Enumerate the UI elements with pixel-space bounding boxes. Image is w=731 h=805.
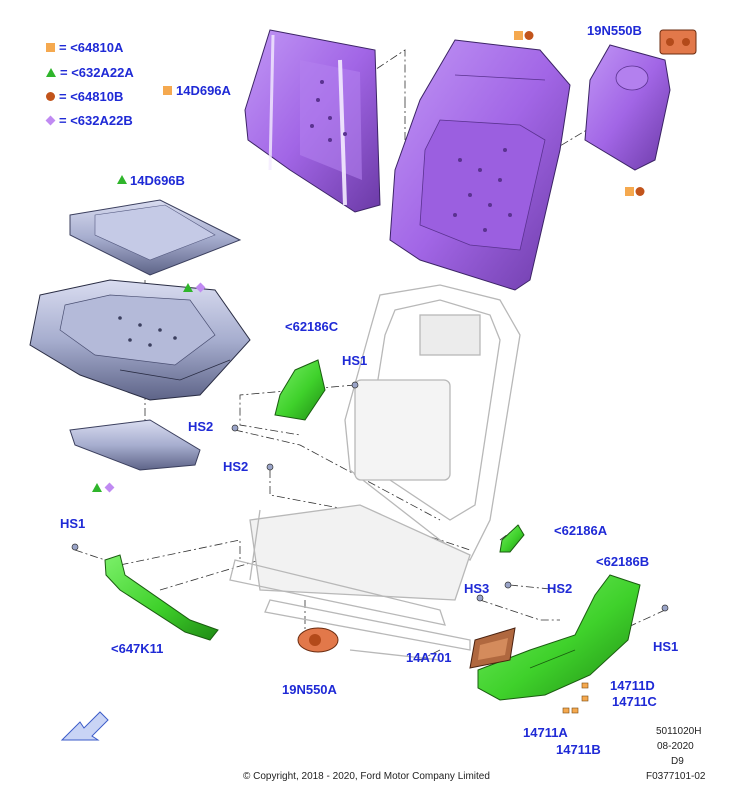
diagram-date: 08-2020 <box>657 741 694 752</box>
label-HS3: HS3 <box>464 581 490 596</box>
circle-marker-icon <box>46 92 55 101</box>
orientation-arrow <box>60 711 109 741</box>
label-14711D: 14711D <box>610 678 655 693</box>
label-14711B: 14711B <box>556 742 601 757</box>
legend-item-64810A: = <64810A <box>46 40 123 55</box>
part-symbols <box>92 31 645 493</box>
label-HS2-right: HS2 <box>547 581 573 596</box>
legend-text: = <632A22B <box>59 113 133 128</box>
legend-item-632A22B: = <632A22B <box>45 113 133 128</box>
module-19N550B <box>659 29 697 55</box>
seat-cushion-panel-14D696B <box>69 199 242 276</box>
square-marker-icon <box>46 43 55 52</box>
legend-text: = <64810A <box>59 40 124 55</box>
seat-back-panel-19N550B <box>584 44 671 171</box>
label-HS2-b: HS2 <box>223 459 249 474</box>
side-trim-62186C <box>274 359 326 421</box>
label-HS1-top: HS1 <box>342 353 368 368</box>
module-19N550A <box>297 627 339 653</box>
label-62186C: <62186C <box>285 319 339 334</box>
module-14A701 <box>469 627 516 669</box>
label-19N550B: 19N550B <box>587 23 642 38</box>
label-HS2-a: HS2 <box>188 419 214 434</box>
seat-back-cushion <box>389 39 571 291</box>
seat-frame <box>229 284 521 661</box>
side-trim-62186A <box>499 524 525 553</box>
label-14711C: 14711C <box>612 694 657 709</box>
side-shield-62186B <box>477 574 641 701</box>
fasteners <box>71 381 669 612</box>
clips-14711 <box>562 682 589 714</box>
label-14A701: 14A701 <box>406 650 452 665</box>
legend-item-64810B: = <64810B <box>46 89 123 104</box>
legend-item-632A22A: = <632A22A <box>46 65 134 80</box>
label-62186B: <62186B <box>596 554 650 569</box>
seat-cushion <box>29 279 251 401</box>
label-647K11: <647K11 <box>111 641 164 656</box>
label-HS1-right: HS1 <box>653 639 679 654</box>
seat-back-cover-14D696A <box>244 29 381 213</box>
figure-number: F0377101-02 <box>646 771 706 782</box>
label-62186A: <62186A <box>554 523 608 538</box>
diamond-marker-icon <box>45 115 56 126</box>
label-14D696A: 14D696A <box>176 83 231 98</box>
triangle-marker-icon <box>46 68 56 77</box>
label-19N550A: 19N550A <box>282 682 337 697</box>
seat-cushion-bottom-plate <box>69 419 201 471</box>
legend-text: = <64810B <box>59 89 124 104</box>
legend-text: = <632A22A <box>60 65 134 80</box>
diagram-code: 5011020H <box>656 726 702 737</box>
side-bar-647K11 <box>104 554 219 641</box>
diagram-revision: D9 <box>671 756 684 767</box>
copyright-text: © Copyright, 2018 - 2020, Ford Motor Com… <box>243 771 490 782</box>
label-14711A: 14711A <box>523 725 568 740</box>
label-HS1-left: HS1 <box>60 516 86 531</box>
label-14D696B: 14D696B <box>130 173 185 188</box>
